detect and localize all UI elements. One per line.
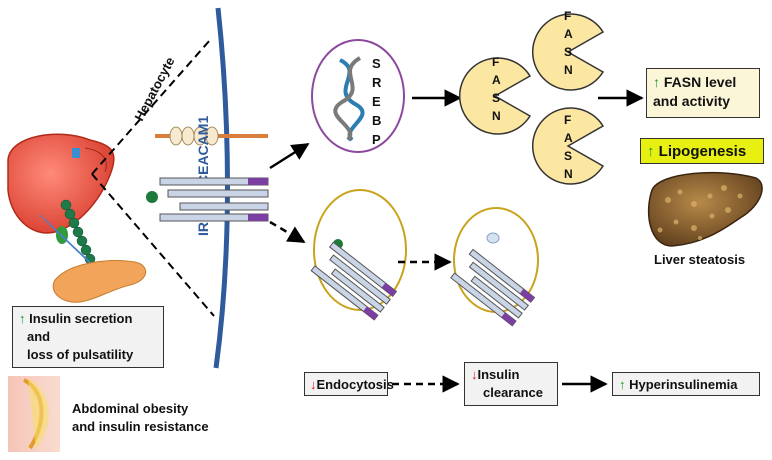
hyperinsulinemia-box: ↑ Hyperinsulinemia [612,372,760,396]
abdomen-illustration [8,376,60,452]
fasn-activity-text: and activity [653,93,731,109]
abdominal-line1: Abdominal obesity [72,401,189,416]
arrow-up-icon: ↑ [619,377,626,392]
arrow-up-icon: ↑ [653,74,660,90]
abdominal-obesity-text: Abdominal obesity and insulin resistance [72,400,209,436]
duct-beads [60,199,100,274]
steatotic-liver-image [647,171,763,247]
arrow-to-endocytosis [269,220,306,244]
zoom-line-top [91,39,211,175]
hyperinsulinemia-text: Hyperinsulinemia [629,377,738,392]
fasn-letter: A [564,27,573,41]
insulin-clearance-box: ↓Insulin clearance [464,362,558,406]
arrow-down-icon: ↓ [471,367,478,382]
endosome-vesicle-2 [450,207,539,327]
clearance-text: clearance [483,385,543,400]
arrow-up-icon: ↑ [19,311,26,326]
insulin-receptor-membrane [146,177,269,222]
endocytosis-text: Endocytosis [316,377,394,392]
arrow-up-icon: ↑ [647,143,655,160]
and-text: and [27,329,51,344]
insulin-text: Insulin [477,367,520,382]
fasn-level-text: FASN level [663,74,737,90]
fasn-letter: N [564,63,573,77]
fasn-enzyme-2 [532,13,605,91]
fasn-enzyme-3 [532,107,605,185]
arrow-down-icon: ↓ [310,377,317,392]
hepatocyte-label: Hepatocyte [131,54,177,123]
srebp-letter: P [372,132,381,147]
fasn-level-box: ↑ FASN level and activity [646,68,760,118]
fasn-letter: A [564,131,573,145]
pulsatility-text: loss of pulsatility [27,347,134,362]
lipogenesis-box: ↑ Lipogenesis [640,138,764,164]
fasn-letter: F [492,55,499,69]
nucleus-srebp: S R E B P [311,39,405,153]
ceacam1-label: CEACAM1 [195,116,211,185]
fasn-letter: F [564,113,571,127]
zoom-line-bottom [91,173,215,317]
fasn-letter: N [492,109,501,123]
liver-pancreas-illustration [7,133,147,303]
srebp-letter: E [372,94,381,109]
srebp-letter: B [372,113,381,128]
fasn-letter: A [492,73,501,87]
fasn-enzyme-1 [459,57,532,135]
endosome-vesicle-1 [310,189,407,321]
fasn-letter: S [564,45,572,59]
fasn-letter: N [564,167,573,181]
srebp-letter: R [372,75,382,90]
fasn-letter: S [564,149,572,163]
abdominal-line2: and insulin resistance [72,419,209,434]
fasn-letter: S [492,91,500,105]
insulin-secretion-text: Insulin secretion [29,311,133,326]
insulin-secretion-box: ↑ Insulin secretion and loss of pulsatil… [12,306,164,368]
arrow-to-srebp [269,142,310,170]
fasn-letter: F [564,9,571,23]
lipogenesis-text: Lipogenesis [658,143,747,160]
srebp-letter: S [372,56,381,71]
cell-membrane [213,7,230,369]
ceacam1-protein [155,126,268,146]
liver-steatosis-label: Liver steatosis [654,252,745,267]
endocytosis-box: ↓Endocytosis [304,372,394,396]
ir-label: IR [195,222,211,236]
